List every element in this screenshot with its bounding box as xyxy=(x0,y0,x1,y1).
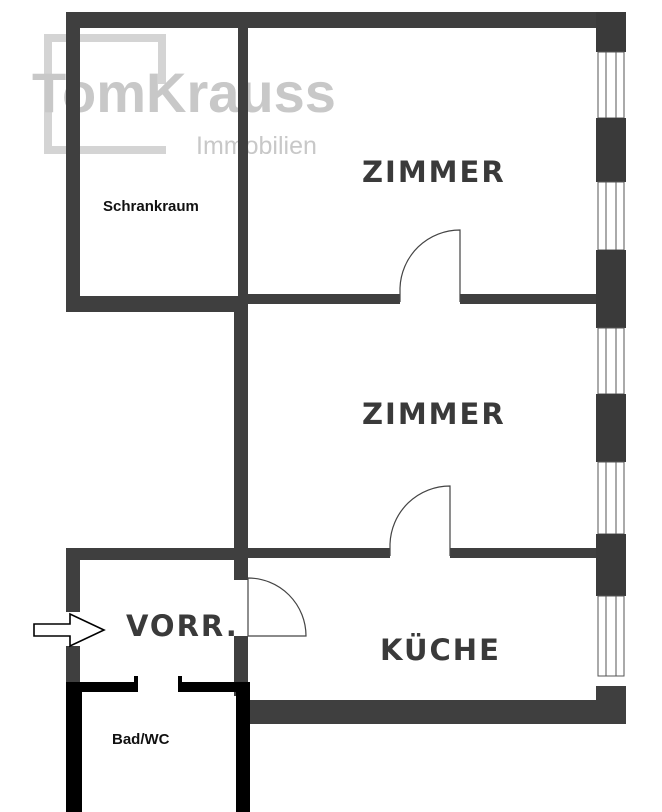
wall-kueche-divider-left xyxy=(240,548,390,558)
logo-frame-left xyxy=(44,34,52,154)
wall-bottom-corner xyxy=(596,686,626,724)
wall-schrank-right xyxy=(238,28,248,300)
wall-vorraum-left-top xyxy=(66,548,80,612)
wall-top xyxy=(66,12,626,28)
window-2 xyxy=(597,181,625,251)
bath-wall-top-right xyxy=(178,682,250,692)
window-1 xyxy=(597,51,625,119)
wall-center-vertical xyxy=(234,300,248,580)
bath-door-jamb-right xyxy=(178,676,182,692)
window-pier-5 xyxy=(596,534,626,596)
label-kueche: KÜCHE xyxy=(380,633,501,667)
door-zimmer-middle xyxy=(389,485,451,556)
walls xyxy=(66,12,626,724)
window-4 xyxy=(597,461,625,535)
label-schrankraum: Schrankraum xyxy=(103,198,199,215)
label-zimmer-top: ZIMMER xyxy=(362,155,506,189)
window-pier-3 xyxy=(596,250,626,328)
wall-bottom xyxy=(248,700,626,724)
wall-kueche-divider-right xyxy=(450,548,598,558)
bath-door-jamb-left xyxy=(134,676,138,692)
logo-name: TomKrauss xyxy=(32,61,336,124)
wall-vorraum-top xyxy=(66,548,248,560)
label-vorraum: VORR. xyxy=(126,609,239,643)
logo-frame-right xyxy=(158,34,166,84)
window-pier-1 xyxy=(596,12,626,52)
right-wall xyxy=(596,12,626,677)
bathroom-walls xyxy=(66,676,250,812)
bath-wall-left xyxy=(66,682,82,812)
wall-vorraum-right-top xyxy=(234,548,248,578)
door-vorraum xyxy=(247,577,307,637)
doors xyxy=(247,229,461,637)
wall-schrank-bottom xyxy=(66,296,248,312)
wall-vorraum-right-bottom xyxy=(234,636,248,696)
logo-frame-bottom xyxy=(44,146,166,154)
bath-wall-top-left xyxy=(66,682,138,692)
window-3 xyxy=(597,327,625,395)
bath-wall-right xyxy=(236,682,250,812)
wall-zimmer-divider-left xyxy=(238,294,400,304)
logo-frame-top xyxy=(44,34,166,42)
entrance-arrow-icon xyxy=(33,612,106,648)
wall-left-upper xyxy=(66,12,80,312)
label-bad-wc: Bad/WC xyxy=(112,731,170,748)
wall-vorraum-left-bottom xyxy=(66,646,80,686)
window-pier-2 xyxy=(596,118,626,182)
label-zimmer-middle: ZIMMER xyxy=(362,397,506,431)
logo-watermark: TomKrauss Immobilien xyxy=(32,34,336,160)
wall-zimmer-divider-right xyxy=(460,294,600,304)
door-zimmer-top xyxy=(399,229,461,302)
window-5 xyxy=(597,595,625,677)
window-pier-4 xyxy=(596,394,626,462)
logo-tagline: Immobilien xyxy=(196,132,317,160)
